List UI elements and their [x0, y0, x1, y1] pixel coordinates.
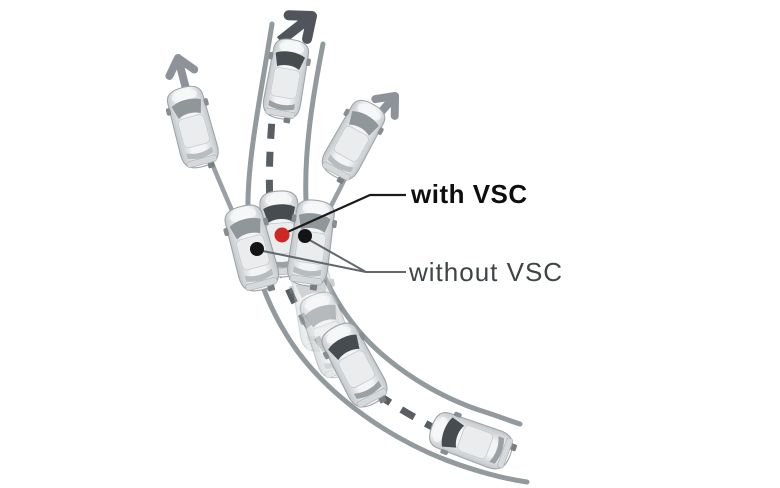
car-entering-curve-top-view-icon — [423, 405, 522, 478]
without-vsc-pointer-lines — [257, 237, 406, 273]
with-vsc-label: with VSC — [411, 179, 528, 209]
with-vsc-point-marker — [274, 227, 290, 243]
road-outer-edge — [245, 21, 530, 485]
road-inner-edge — [303, 41, 523, 427]
car-understeer-outcome-top-view-icon — [160, 81, 226, 176]
without-vsc-label: without VSC — [409, 257, 564, 287]
without-vsc-point-marker-left — [250, 242, 264, 256]
without-vsc-point-marker-right — [298, 229, 312, 243]
curved-road — [245, 21, 530, 485]
without-vsc-pointer-line-left — [257, 249, 367, 273]
with-vsc-pointer-line — [282, 193, 406, 236]
with-vsc-direction-arrow-icon — [276, 10, 317, 45]
without-vsc-pointer-line-right — [305, 237, 367, 273]
